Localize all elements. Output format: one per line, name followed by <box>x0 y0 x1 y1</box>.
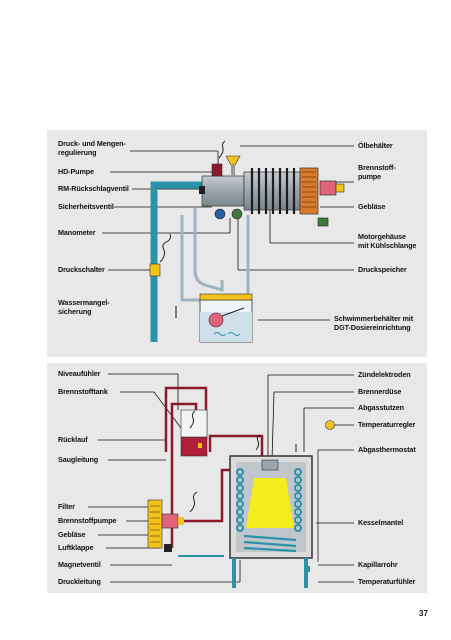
label-druckspeicher: Druckspeicher <box>358 265 407 274</box>
label-oelbehaelter: Ölbehälter <box>358 141 393 150</box>
top-leader-lines <box>102 145 354 321</box>
label-ruecklauf: Rücklauf <box>58 435 88 444</box>
page-number: 37 <box>419 609 428 618</box>
label-kesselmantel: Kesselmantel <box>358 518 404 527</box>
label-rm-ventil: RM-Rückschlagventil <box>58 184 129 193</box>
label-kapillarrohr: Kapillarrohr <box>358 560 398 569</box>
label-sicherheitsventil: Sicherheitsventil <box>58 202 114 211</box>
label-zuendelektroden: Zündelektroden <box>358 370 411 379</box>
label-temperaturregler: Temperaturregler <box>358 420 416 429</box>
label-brennerduese: Brennerdüse <box>358 387 402 396</box>
bottom-burner-unit <box>147 491 224 557</box>
label-niveaufuehler: Niveaufühler <box>58 369 101 378</box>
label-magnetventil: Magnetventil <box>58 560 101 569</box>
label-brennstoffpumpe-top: Brennstoff- pumpe <box>358 163 396 181</box>
top-burner-assembly <box>199 155 345 227</box>
label-temperaturfuehler: Temperaturfühler <box>358 577 416 586</box>
label-hd-pumpe: HD-Pumpe <box>58 167 94 176</box>
bottom-boiler <box>229 455 313 588</box>
bottom-fuel-tank <box>180 409 208 457</box>
top-water-pipe <box>150 181 250 342</box>
label-geblaese-bottom: Gebläse <box>58 530 86 539</box>
label-geblaese-top: Gebläse <box>358 202 386 211</box>
label-wassermangel: Wassermangel- sicherung <box>58 298 110 316</box>
label-saugleitung: Saugleitung <box>58 455 99 464</box>
bottom-thermostats <box>255 420 335 572</box>
label-abgasstutzen: Abgasstutzen <box>358 403 404 412</box>
top-float-tank <box>175 293 253 343</box>
label-brennstofftank: Brennstofftank <box>58 387 108 396</box>
label-druck-mengen: Druck- und Mengen- regulierung <box>58 139 126 157</box>
label-luftklappe: Luftklappe <box>58 543 94 552</box>
label-motorgehaeuse: Motorgehäuse mit Kühlschlange <box>358 232 417 250</box>
label-brennstoffpumpe-bottom: Brennstoffpumpe <box>58 516 117 525</box>
label-filter: Filter <box>58 502 75 511</box>
label-abgasthermostat: Abgasthermostat <box>358 445 416 454</box>
top-pressure-switch <box>149 140 226 277</box>
label-manometer: Manometer <box>58 228 96 237</box>
label-druckschalter: Druckschalter <box>58 265 105 274</box>
label-druckleitung: Druckleitung <box>58 577 101 586</box>
label-schwimmer: Schwimmerbehälter mit DGT-Dosiereinricht… <box>334 314 413 332</box>
